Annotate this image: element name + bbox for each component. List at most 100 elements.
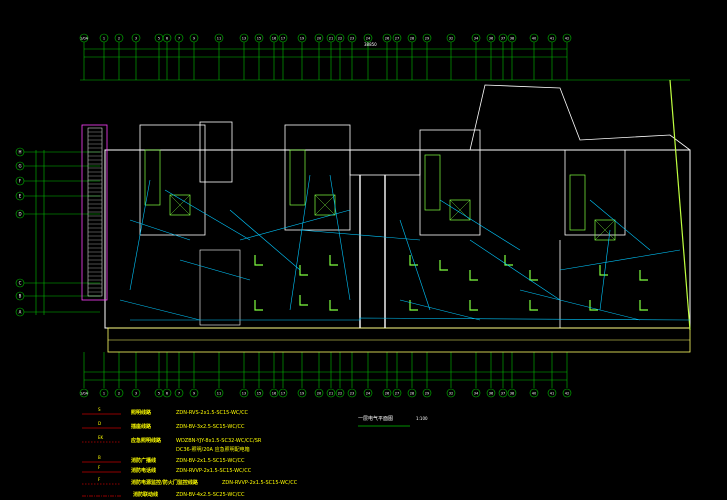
axis-bubble: [79, 33, 89, 43]
axis-label: 28: [410, 392, 414, 396]
legend-tag: EK: [98, 435, 104, 440]
axis-label: 20: [317, 37, 321, 41]
axis-bubble: [79, 388, 89, 398]
axis-bubble: [314, 33, 324, 43]
axis-bubble: [382, 388, 392, 398]
axis-label: 19: [300, 37, 304, 41]
light-fixture: [589, 300, 598, 311]
legend-label: 插座线路: [131, 424, 152, 430]
axis-bubble: [278, 388, 288, 398]
axis-label: 41: [550, 392, 554, 396]
axis-bubble: [507, 33, 517, 43]
drawing-scale: 1:100: [416, 416, 428, 421]
axis-label: 9: [193, 392, 195, 396]
axis-bubble: [239, 388, 249, 398]
axis-bubble: [335, 388, 345, 398]
axis-label: 11: [217, 37, 221, 41]
stairwell: [289, 149, 306, 206]
axis-label: 9: [193, 37, 195, 41]
elevator: [594, 219, 616, 241]
light-fixture: [299, 295, 308, 306]
axis-label: 34: [474, 392, 479, 396]
axis-label: 13: [242, 37, 246, 41]
light-fixture: [639, 270, 648, 281]
light-fixture: [639, 300, 648, 311]
axis-label: H: [18, 150, 21, 155]
room: [199, 121, 233, 183]
wiring-run: [329, 174, 351, 301]
light-fixture: [254, 300, 263, 311]
wiring-run: [399, 219, 431, 311]
axis-bubble: [486, 33, 496, 43]
axis-bubble: [189, 33, 199, 43]
axis-label: A: [19, 310, 22, 315]
axis-label: B: [19, 294, 22, 299]
elevator-cross: [449, 199, 471, 221]
legend-tag: F: [98, 477, 101, 482]
legend-label: 消防广播线: [131, 458, 157, 464]
axis-bubble: [15, 278, 25, 288]
axis-bubble: [214, 33, 224, 43]
axis-label: 3: [135, 392, 137, 396]
wiring-run: [439, 199, 521, 251]
axis-bubble: [335, 33, 345, 43]
core-room: [284, 124, 351, 231]
stairwell: [569, 174, 586, 231]
axis-label: 21: [329, 37, 333, 41]
axis-bubble: [15, 176, 25, 186]
axis-label: 34: [474, 37, 479, 41]
axis-label: 7: [178, 392, 180, 396]
axis-bubble: [562, 388, 572, 398]
axis-bubble: [15, 161, 25, 171]
light-fixture: [329, 300, 338, 311]
legend-spec: ZDN-BV-4x2.5-SC25-WC/CC: [176, 492, 245, 498]
axis-label: 23: [350, 392, 354, 396]
legend-label: 消防电源监控/防火门监控线路: [131, 480, 198, 486]
axis-bubble: [363, 388, 373, 398]
axis-label: 1/0A: [80, 37, 89, 41]
axis-bubble: [162, 388, 172, 398]
axis-label: 5: [158, 392, 160, 396]
axis-label: 1: [103, 392, 105, 396]
axis-bubble: [189, 388, 199, 398]
core-room: [139, 124, 206, 236]
axis-label: 32: [449, 37, 453, 41]
legend-tag: S: [98, 407, 101, 412]
axis-label: 16: [272, 37, 276, 41]
axis-bubble: [498, 33, 508, 43]
wiring-run: [229, 209, 301, 271]
elevator-cross: [594, 219, 616, 241]
axis-label: 15: [257, 392, 261, 396]
wiring-run: [130, 317, 691, 321]
wiring-run: [589, 199, 651, 251]
upper-outline: [469, 84, 691, 151]
axis-label: 16: [272, 392, 276, 396]
wiring-run: [239, 209, 351, 241]
axis-label: 37: [501, 37, 505, 41]
axis-bubble: [254, 388, 264, 398]
axis-bubble: [446, 33, 456, 43]
axis-bubble: [529, 33, 539, 43]
overall-dimension: 38850: [364, 42, 377, 47]
legend-spec: ZDN-RVVP-2x1.5-SC15-WC/CC: [176, 468, 252, 474]
exterior-wall: [104, 149, 691, 329]
light-fixture: [599, 265, 608, 276]
axis-bubble: [297, 33, 307, 43]
legend-tag: B: [98, 455, 101, 460]
axis-bubble: [174, 388, 184, 398]
axis-bubble: [392, 388, 402, 398]
light-fixture: [529, 270, 538, 281]
axis-label: 19: [300, 392, 304, 396]
axis-label: 22: [338, 37, 342, 41]
axis-label: 6: [166, 392, 168, 396]
axis-bubble: [162, 33, 172, 43]
axis-label: 36: [489, 392, 493, 396]
axis-label: 40: [532, 392, 536, 396]
axis-bubble: [114, 388, 124, 398]
axis-bubble: [239, 33, 249, 43]
axis-label: F: [19, 179, 22, 184]
axis-bubble: [446, 388, 456, 398]
axis-bubble: [297, 388, 307, 398]
axis-label: 37: [501, 392, 505, 396]
